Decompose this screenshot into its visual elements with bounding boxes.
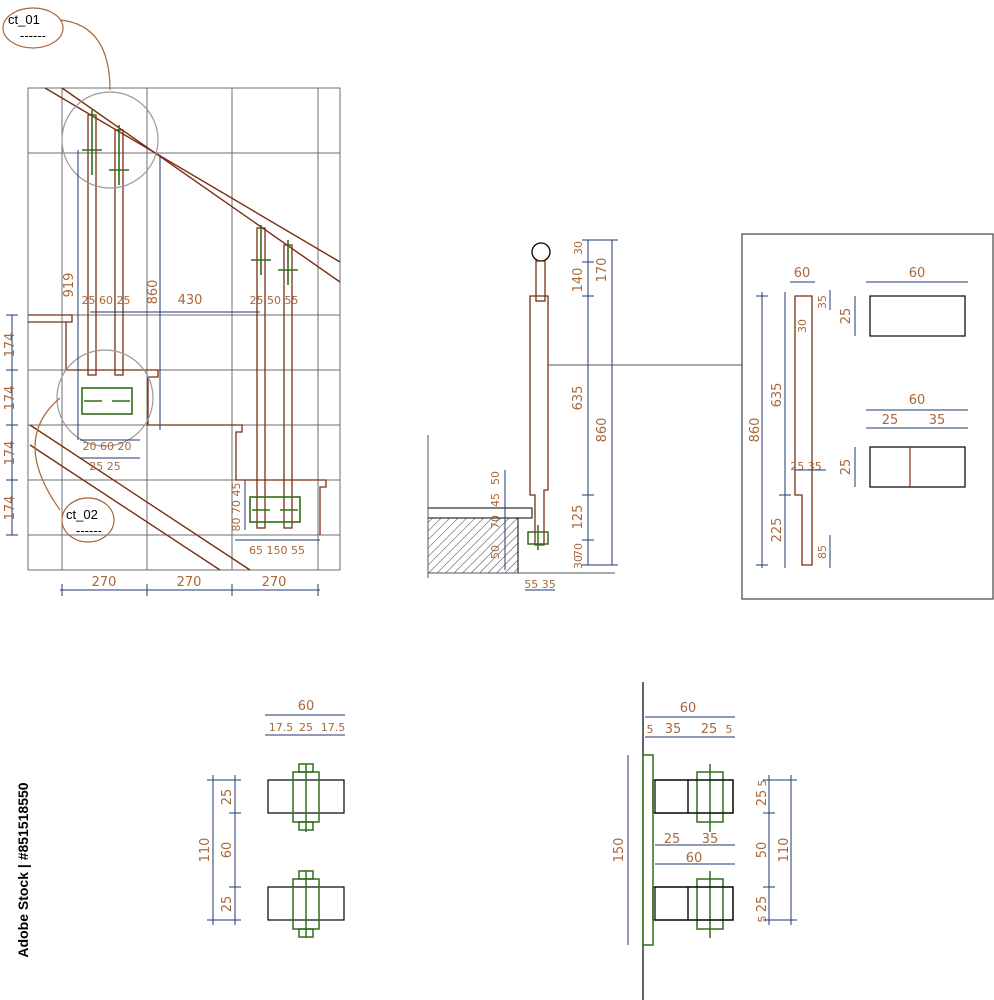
plan-right-sub-2: 35: [665, 722, 682, 737]
split-width-dim: 60: [909, 393, 926, 408]
plan-right-total: 110: [777, 838, 792, 863]
plan-left-part-3: 25: [220, 896, 235, 913]
plan-right-part-1: 5: [756, 780, 769, 787]
tag-ct02-label: ct_02: [66, 507, 98, 522]
plan-detail-left: 60 17.5 25 17.5 110 25 60 25: [198, 699, 345, 938]
plan-left-part-1: 25: [220, 789, 235, 806]
plan-right-sub-4: 5: [726, 723, 733, 736]
detail-right-top: 35: [816, 295, 829, 309]
post-pair-left-dim: 25 60 25: [82, 294, 131, 307]
section-dim-635: 635: [571, 386, 586, 411]
elevation-dimension-lines: [6, 150, 320, 596]
profile-bar: [794, 295, 813, 566]
baluster-bolts: [81, 110, 301, 523]
bracket-top-dim: 20 60 20: [83, 440, 132, 453]
split-left-dim: 25: [882, 413, 899, 428]
right-vertical-dim: 80 70 45: [230, 483, 243, 532]
plan-left-width: 60: [298, 699, 315, 714]
plan-right-mid-sub-2: 35: [702, 832, 719, 847]
stair-elevation: 174 174 174 174 270 270 270 919 860 430 …: [2, 7, 341, 596]
detail-left-lower: 225: [770, 518, 785, 543]
split-height-dim: 25: [839, 459, 854, 476]
section-dim-125: 125: [571, 505, 586, 530]
tag-ct01-label: ct_01: [8, 12, 40, 27]
plan-left-total: 110: [198, 838, 213, 863]
split-right-dim: 35: [929, 413, 946, 428]
handrail-circle: [531, 242, 551, 262]
detail-notch-2535: 25 35: [790, 460, 822, 473]
callout-circles: [2, 7, 159, 543]
plan-left-dimension-lines: [207, 714, 345, 925]
rail-height-dim: 860: [146, 280, 161, 305]
railing-section: 30 140 170 635 860 125 70 30 50 45 70 50…: [427, 239, 742, 591]
section-dim-140: 140: [571, 268, 586, 293]
plan-right-part-4: 25: [755, 896, 770, 913]
riser-dim-3: 174: [3, 441, 18, 466]
riser-dim-4: 174: [3, 496, 18, 521]
plan-right-mid-sub-1: 25: [664, 832, 681, 847]
plan-right-dimension-lines: [627, 716, 797, 945]
post-pair-right-dim: 25 50 55: [250, 294, 299, 307]
plan-right-width: 60: [680, 701, 697, 716]
plan-left-bolts: [292, 763, 320, 938]
post-height-dim: 919: [62, 273, 77, 298]
right-bracket-dim: 65 150 55: [249, 544, 305, 557]
tag-ct02-sub: ------: [76, 523, 102, 538]
section-left-dim-2: 45: [489, 493, 502, 507]
plan-right-sub-3: 25: [701, 722, 718, 737]
plan-right-plate: 150: [612, 838, 627, 863]
spacing-dim: 430: [178, 293, 203, 308]
plan-right-mid-width: 60: [686, 851, 703, 866]
riser-dim-2: 174: [3, 386, 18, 411]
plan-left-sub-2: 25: [299, 721, 313, 734]
bottom-dim-3: 270: [262, 575, 287, 590]
plan-right-sub-1: 5: [647, 723, 654, 736]
bottom-dim-1: 270: [92, 575, 117, 590]
section-dim-30-bottom: 30: [572, 555, 585, 569]
split-bar: [869, 446, 966, 488]
plan-right-part-3: 50: [755, 842, 770, 859]
detail-top-width: 60: [794, 266, 811, 281]
section-bolts: [527, 525, 549, 550]
stair-treads: [28, 314, 327, 535]
bottom-dim-2: 270: [177, 575, 202, 590]
detail-notch-30: 30: [796, 319, 809, 333]
section-left-dim-1: 50: [489, 471, 502, 485]
detail-dimension-lines: [756, 281, 968, 568]
section-dimension-lines: [504, 239, 742, 591]
handrail-lines: [29, 87, 341, 571]
section-dim-170: 170: [595, 258, 610, 283]
section-bottom-dim: 55 35: [524, 578, 556, 591]
tag-ct01-sub: ------: [20, 28, 46, 43]
plan-right-part-2: 25: [755, 790, 770, 807]
riser-dim-1: 174: [3, 333, 18, 358]
flat-width-dim: 60: [909, 266, 926, 281]
section-dim-70: 70: [572, 543, 585, 557]
stock-watermark: Adobe Stock | #851518550: [15, 782, 31, 957]
plan-left-part-2: 60: [220, 842, 235, 859]
plan-left-sub-3: 17.5: [321, 721, 346, 734]
detail-box: 60 35 30 860 635 225 25 35 85 60 25 60 2…: [741, 233, 994, 600]
plan-detail-right: 60 5 35 25 5 25 35 60 150 110 5 25 50 25…: [612, 682, 797, 1000]
flat-bar: [869, 295, 966, 337]
section-post: [529, 260, 549, 546]
detail-left-total: 860: [748, 418, 763, 443]
section-slab: [427, 435, 615, 578]
detail-bottom-85: 85: [816, 545, 829, 559]
section-left-dim-4: 50: [489, 545, 502, 559]
plan-right-bars: [654, 779, 734, 921]
plan-right-part-5: 5: [756, 916, 769, 923]
detail-left-upper: 635: [770, 383, 785, 408]
bracket-bottom-dim: 25 25: [89, 460, 121, 473]
section-dim-30-top: 30: [572, 241, 585, 255]
plan-left-sub-1: 17.5: [269, 721, 294, 734]
section-left-dim-3: 70: [489, 515, 502, 529]
flat-height-dim: 25: [839, 308, 854, 325]
section-dim-860: 860: [595, 418, 610, 443]
